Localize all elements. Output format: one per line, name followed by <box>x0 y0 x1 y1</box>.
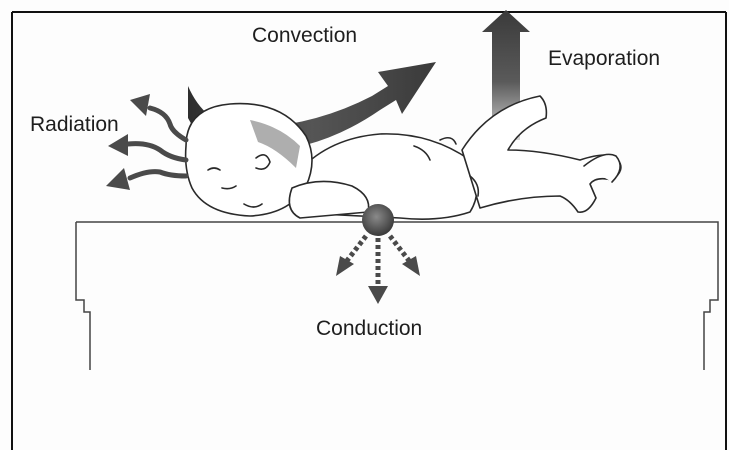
evaporation-label: Evaporation <box>548 48 660 69</box>
radiation-arrows <box>106 94 186 190</box>
radiation-arrow-middle <box>108 134 186 160</box>
infant-illustration <box>186 96 621 219</box>
conduction-arrow-down <box>368 238 388 304</box>
radiation-arrow-bottom <box>106 168 186 190</box>
convection-label: Convection <box>252 25 357 46</box>
conduction-arrows <box>336 236 420 304</box>
radiation-arrow-top <box>130 94 186 140</box>
conduction-arrow-right <box>390 236 420 276</box>
conduction-source <box>362 204 394 236</box>
conduction-arrow-left <box>336 236 366 276</box>
conduction-label: Conduction <box>316 318 422 339</box>
radiation-label: Radiation <box>30 114 119 135</box>
